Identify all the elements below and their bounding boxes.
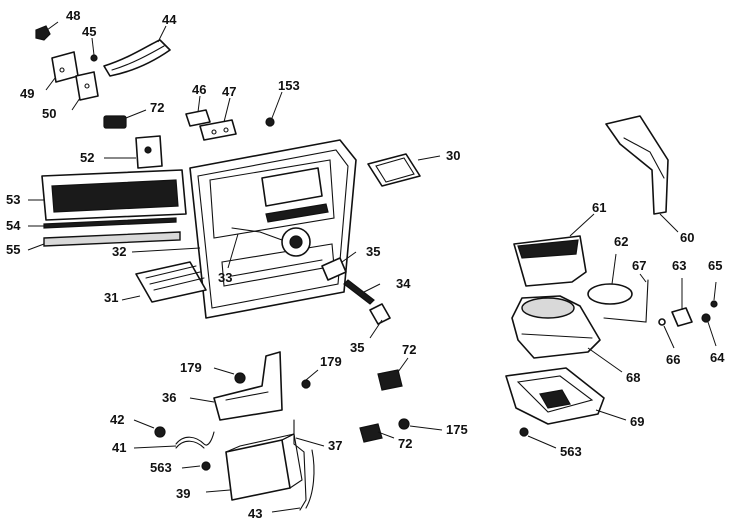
callout-55: 55 [6,242,20,257]
callout-46: 46 [192,82,206,97]
part-31-grate [121,261,207,303]
part-175-screw [398,418,443,431]
part-35-fitting-lower [369,303,391,339]
part-55-trim [27,231,181,251]
part-48-clip [35,21,59,41]
callout-30: 30 [446,148,460,163]
part-47-hinge [199,97,237,141]
part-41-wire [133,431,215,449]
part-36-bracket [189,351,283,421]
part-65-screw [710,281,718,308]
part-60-duct [605,115,679,233]
callout-67: 67 [632,258,646,273]
callout-50: 50 [42,106,56,121]
callout-35-lower: 35 [350,340,364,355]
part-179-screw [301,369,319,389]
callout-66: 66 [666,352,680,367]
callout-53: 53 [6,192,20,207]
part-63-knob [671,278,693,327]
part-153-plug [265,91,283,127]
callout-44: 44 [162,12,177,27]
callout-60: 60 [680,230,694,245]
part-50-bracket [71,71,99,111]
callout-64: 64 [710,350,725,365]
callout-54: 54 [6,218,21,233]
part-67-rod [603,273,649,323]
callout-45: 45 [82,24,96,39]
part-35-fitting [321,251,357,281]
callout-69: 69 [630,414,644,429]
callout-47: 47 [222,84,236,99]
part-44-handle [103,25,171,77]
part-39-box [205,433,303,501]
callout-153: 153 [278,78,300,93]
callout-41: 41 [112,440,126,455]
callout-48: 48 [66,8,80,23]
part-72-latch-lower [359,423,395,443]
callout-563: 563 [150,460,172,475]
callout-34: 34 [396,276,411,291]
part-45-screw [90,37,98,62]
part-72-latch-right [377,357,409,391]
part-42-nut [133,419,166,438]
callout-63: 63 [672,258,686,273]
part-68-housing [511,295,623,373]
callout-179-right: 179 [320,354,342,369]
callout-labels: 48 45 44 49 50 72 46 47 153 30 52 53 54 … [6,8,725,521]
part-46-hinge [185,95,211,127]
callout-175: 175 [446,422,468,437]
part-61-tray [513,213,595,287]
part-32-cabinet [131,139,357,319]
part-64-nut [701,313,717,347]
callout-32: 32 [112,244,126,259]
part-49-bracket [45,51,79,91]
part-33-valve [227,227,311,269]
callout-72-right: 72 [402,342,416,357]
callout-61: 61 [592,200,606,215]
callout-179: 179 [180,360,202,375]
part-62-seal [587,253,633,305]
callout-49: 49 [20,86,34,101]
part-72-latch [103,109,147,129]
callout-43: 43 [248,506,262,521]
callout-52: 52 [80,150,94,165]
part-563-screw-right [519,427,557,449]
callout-563-right: 563 [560,444,582,459]
callout-39: 39 [176,486,190,501]
part-30-gasket [367,153,441,187]
callout-68: 68 [626,370,640,385]
callout-33: 33 [218,270,232,285]
callout-42: 42 [110,412,124,427]
part-52-bracket [104,135,163,169]
callout-31: 31 [104,290,118,305]
part-54-strip [28,217,177,229]
part-53-door-panel [28,169,187,221]
part-563-screw [181,461,211,471]
callout-37: 37 [328,438,342,453]
part-69-base [505,367,627,425]
callout-65: 65 [708,258,722,273]
part-179-nut [213,367,246,384]
part-34-rod [343,279,381,305]
callout-62: 62 [614,234,628,249]
callout-72: 72 [150,100,164,115]
part-66-washer [658,318,675,349]
callout-35: 35 [366,244,380,259]
callout-36: 36 [162,390,176,405]
part-43-rod [271,449,315,513]
part-37-wire [293,419,325,511]
callout-72-lower: 72 [398,436,412,451]
